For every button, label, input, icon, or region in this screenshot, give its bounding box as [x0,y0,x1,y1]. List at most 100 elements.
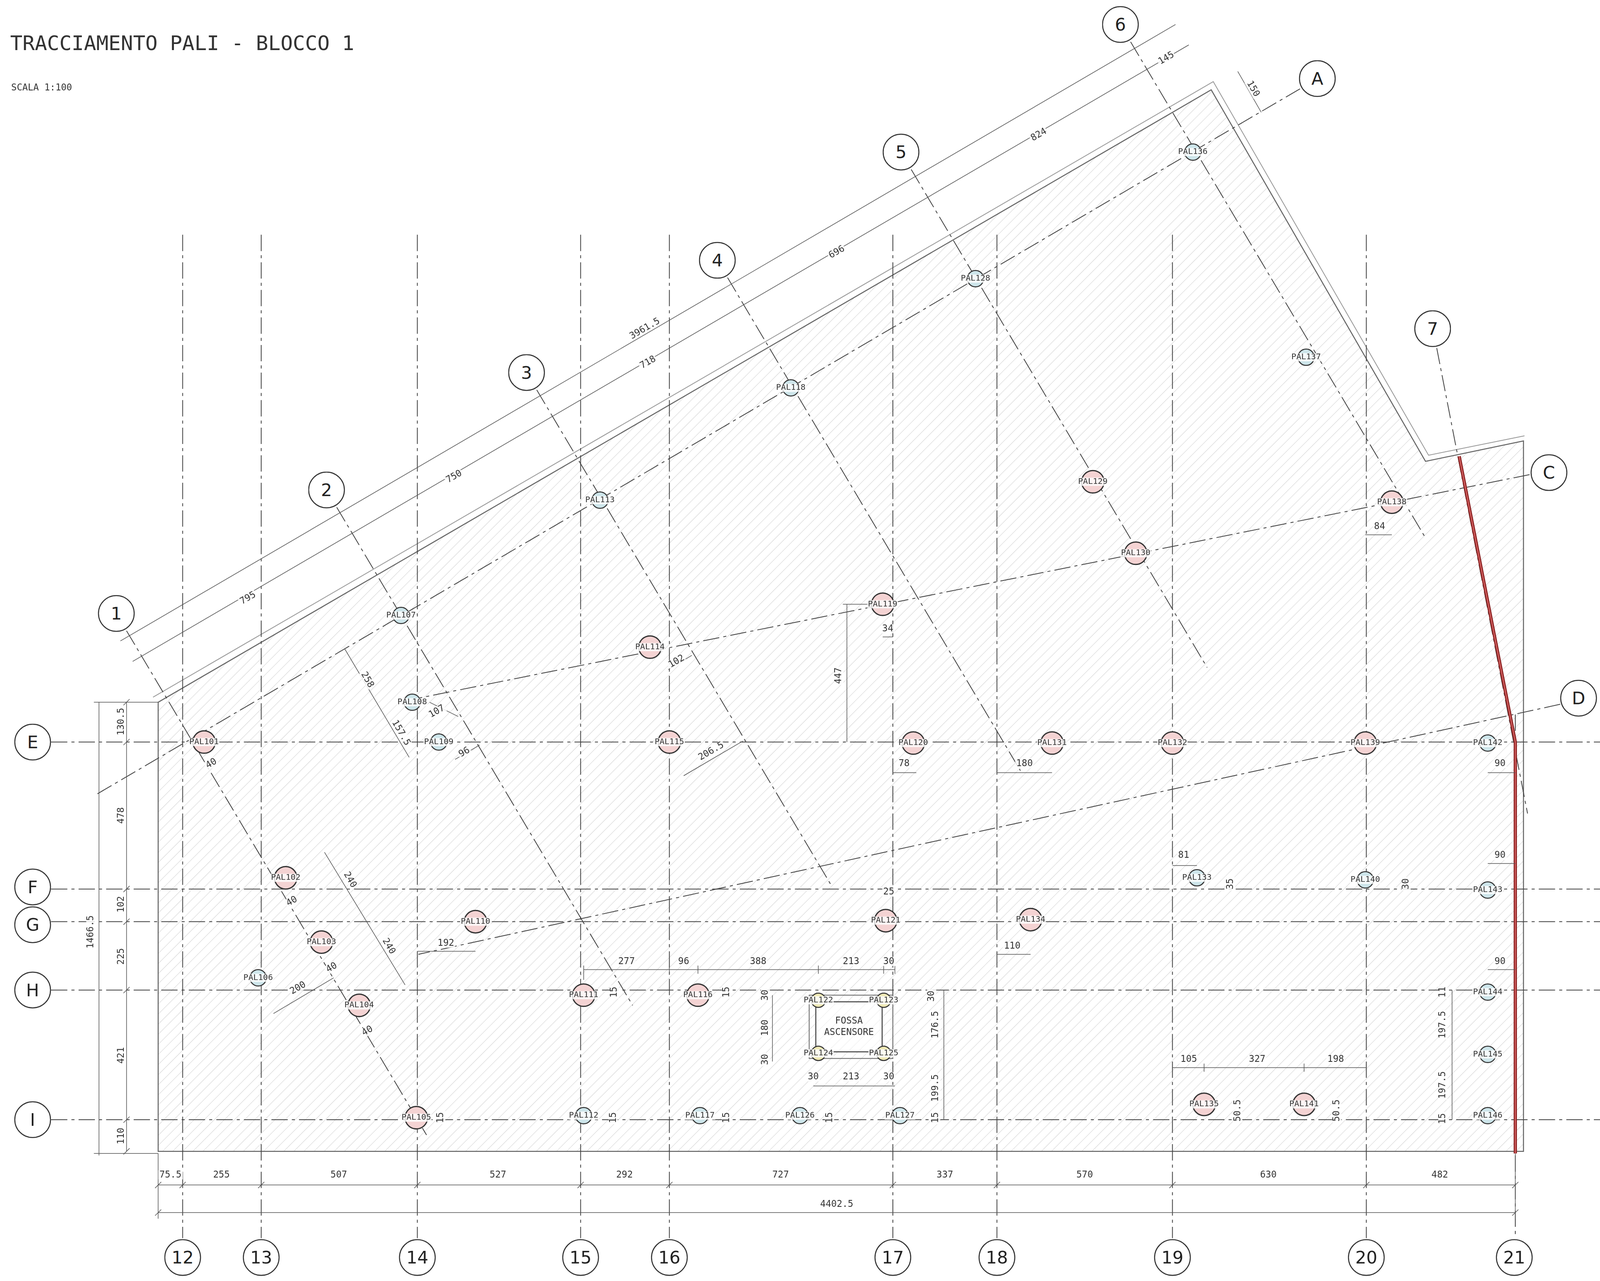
dimension-value: 213 [841,1072,861,1082]
dimension-value: 1466.5 [86,914,96,950]
grid-bubble: 7 [1414,310,1451,348]
grid-bubble: 20 [1347,1239,1385,1276]
dimension-value: 90 [1493,956,1507,967]
pile-marker: PAL130 [1118,540,1153,566]
pile-id: PAL121 [870,916,902,925]
dimension-value: 145 [1156,49,1177,67]
pile-marker: PAL111 [567,982,601,1008]
pile-id: PAL122 [802,996,834,1005]
elevator-pit: FOSSA ASCENSORE [815,1001,883,1053]
pile-marker: PAL115 [652,729,687,755]
pile-id: PAL135 [1188,1100,1220,1109]
pile-id: PAL139 [1349,738,1381,748]
pile-marker: PAL122 [801,992,836,1009]
dimension-value: 696 [826,243,848,261]
grid-label: 15 [569,1247,592,1268]
pile-marker: PAL107 [384,606,418,625]
dimension-value: 824 [1028,126,1050,144]
dimension-value: 102 [116,894,127,914]
grid-bubble: C [1530,454,1568,491]
dimension-value: 34 [881,624,895,634]
pile-marker: PAL105 [399,1105,434,1130]
pile-id: PAL134 [1014,915,1047,924]
pile-marker: PAL145 [1470,1045,1505,1064]
dimension-value: 96 [676,956,691,967]
pile-marker: PAL140 [1348,870,1383,890]
pile-marker: PAL126 [783,1106,818,1125]
dimension-value: 30 [760,1052,771,1066]
dimension-value: 225 [116,947,127,966]
dimension-value: 30 [1401,877,1411,891]
dimension-value: 35 [1226,877,1236,891]
pile-marker: PAL139 [1348,730,1383,756]
pile-marker: PAL113 [583,490,618,510]
dimension-value: 90 [1493,758,1507,769]
pile-id: PAL102 [270,873,302,882]
pile-marker: PAL134 [1013,907,1048,932]
pile-id: PAL145 [1472,1050,1504,1059]
pile-id: PAL126 [784,1111,816,1120]
pile-id: PAL118 [775,383,807,392]
dimension-value: 478 [116,806,127,825]
pile-id: PAL136 [1177,147,1209,157]
grid-bubble: 18 [978,1239,1016,1276]
grid-label: 14 [406,1247,429,1268]
dimension-value: 180 [760,1018,771,1038]
grid-label: 16 [658,1247,681,1268]
grid-label: E [27,731,39,753]
grid-bubble: 6 [1102,6,1139,43]
pile-id: PAL109 [422,738,455,747]
grid-label: 5 [895,141,907,163]
pile-id: PAL130 [1119,549,1152,558]
pile-id: PAL120 [897,738,929,748]
dimension-value: 197.5 [1438,1009,1448,1040]
pile-id: PAL146 [1472,1111,1504,1120]
pile-id: PAL107 [385,611,417,620]
pile-marker: PAL103 [304,929,339,955]
dimension-value: 176.5 [931,1009,941,1040]
pile-marker: PAL116 [681,982,715,1008]
grid-label: 17 [881,1247,904,1268]
dimension-value: 30 [806,1072,820,1082]
dimension-value: 199.5 [931,1073,941,1104]
pile-marker: PAL114 [632,635,667,660]
pile-id: PAL127 [884,1111,916,1120]
pile-marker: PAL120 [896,730,931,756]
grid-label: 12 [171,1247,194,1268]
grid-bubble: 17 [874,1239,912,1276]
grid-bubble: A [1298,60,1336,97]
pile-id: PAL112 [567,1111,600,1120]
scale-note: SCALA 1:100 [10,83,73,93]
dimension-value: 718 [637,353,659,371]
pile-marker: PAL119 [865,591,900,617]
pile-id: PAL124 [802,1049,834,1058]
dimension-value: 78 [897,758,911,769]
grid-bubble: 13 [242,1239,280,1276]
pile-marker: PAL124 [801,1045,836,1062]
pile-marker: PAL129 [1076,469,1110,495]
dimension-value: 337 [935,1170,955,1180]
pile-marker: PAL136 [1175,142,1210,162]
grid-label: 4 [712,250,724,271]
grid-bubble: 4 [698,241,736,279]
pile-id: PAL101 [188,738,220,747]
pile-id: PAL140 [1349,875,1381,884]
grid-bubble: 19 [1153,1239,1191,1276]
pile-id: PAL143 [1472,885,1504,895]
dimension-value: 192 [436,938,456,948]
dimension-value: 130.5 [116,706,127,737]
grid-bubble: 5 [882,133,920,171]
dimension-value: 15 [436,1111,446,1125]
dimension-value: 90 [1493,850,1507,861]
pile-id: PAL104 [343,1001,375,1010]
grid-label: 20 [1355,1247,1378,1268]
pile-marker: PAL106 [241,968,275,987]
grid-label: 19 [1161,1247,1184,1268]
dimension-value: 30 [760,988,771,1002]
pile-marker: PAL144 [1470,982,1505,1002]
dimension-value: 482 [1430,1170,1450,1180]
pile-id: PAL132 [1156,738,1189,748]
grid-bubble: 2 [308,471,346,509]
grid-label: I [30,1109,36,1130]
grid-bubble: 1 [97,595,135,632]
